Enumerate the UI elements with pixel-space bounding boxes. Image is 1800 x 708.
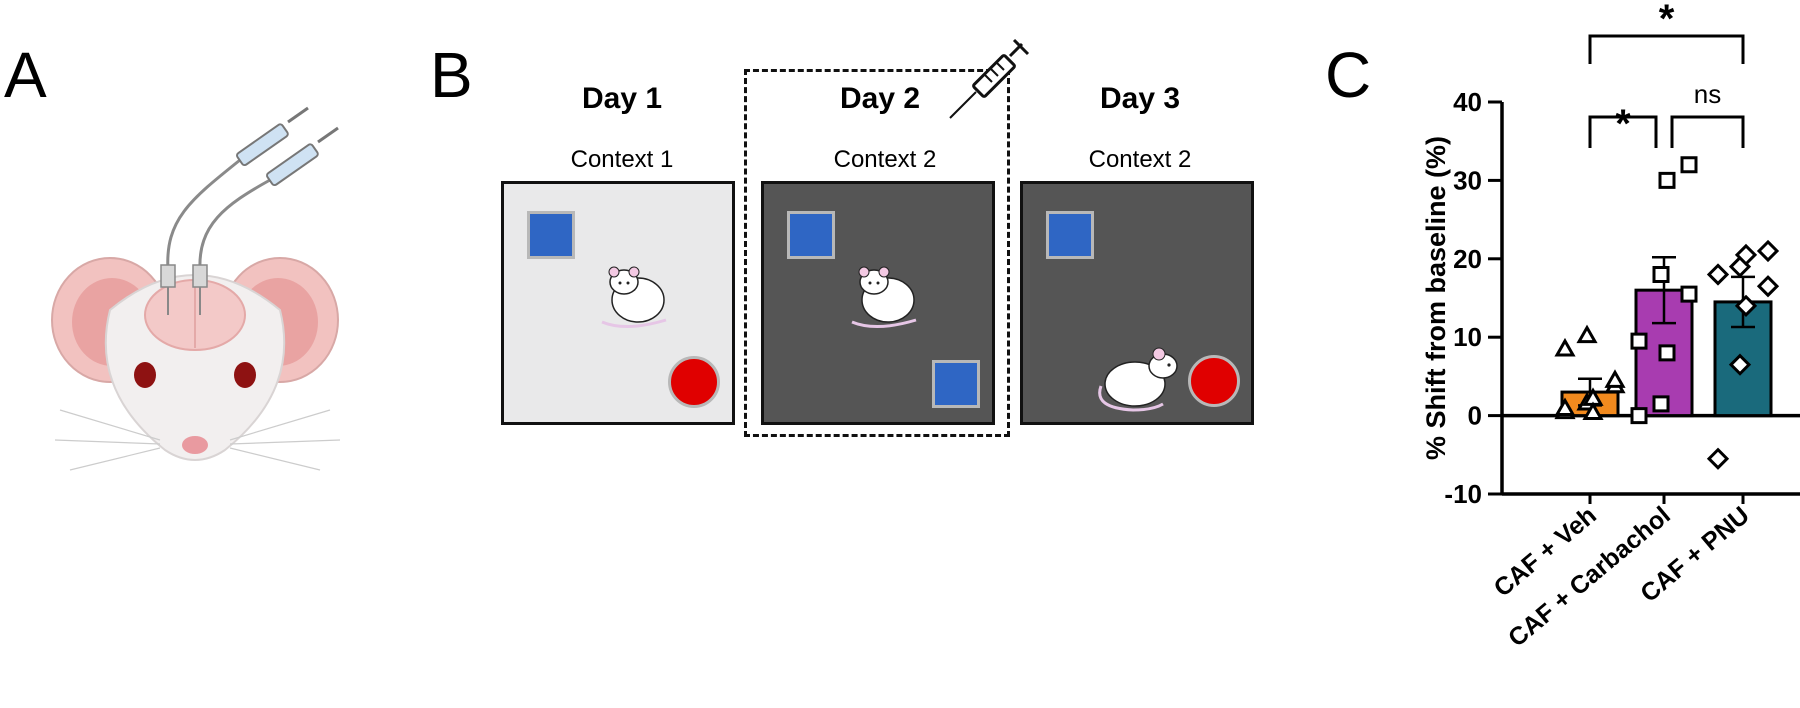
- panel-letter-a: A: [4, 39, 47, 111]
- day1-context-label: Context 1: [570, 146, 674, 173]
- significance-bracket: [1588, 115, 1658, 148]
- significance-bracket: [1588, 34, 1745, 64]
- data-point: [1652, 395, 1670, 413]
- y-tick-label: 20: [1453, 244, 1482, 274]
- day1-title: Day 1: [581, 82, 663, 115]
- data-point: [1756, 239, 1780, 263]
- data-point: [1706, 447, 1730, 470]
- data-point: [1630, 332, 1648, 350]
- significance-label: ns: [1694, 79, 1721, 109]
- object-circle: [1188, 355, 1240, 407]
- data-point: [1734, 294, 1758, 317]
- panel-letter-b: B: [430, 39, 473, 111]
- significance-label: *: [1615, 102, 1631, 146]
- day2-title: Day 2: [839, 82, 921, 115]
- data-point: [1680, 156, 1698, 174]
- y-tick-label: 30: [1453, 165, 1482, 195]
- data-point: [1658, 344, 1676, 362]
- y-axis-label: % Shift from baseline (%): [1421, 136, 1451, 460]
- data-point: [1728, 353, 1752, 376]
- significance-bracket: [1670, 115, 1745, 148]
- y-tick-label: -10: [1444, 479, 1482, 509]
- data-point: [1734, 243, 1758, 267]
- day2-context-label: Context 2: [833, 146, 937, 173]
- object-square: [787, 211, 835, 259]
- data-point: [1680, 285, 1698, 303]
- mouse-icon: [851, 266, 917, 329]
- object-circle: [668, 356, 720, 408]
- data-point: [1652, 265, 1670, 283]
- y-tick-label: 10: [1453, 322, 1482, 352]
- day2-injection-box: [744, 69, 1010, 437]
- arena-day3: [1020, 181, 1254, 425]
- y-tick-label: 40: [1453, 87, 1482, 117]
- data-point: [1706, 263, 1730, 286]
- mouse-icon: [601, 266, 667, 329]
- mouse-head-icon: [51, 106, 341, 471]
- y-tick-label: 0: [1468, 401, 1482, 431]
- data-point: [1756, 275, 1780, 298]
- day3-context-label: Context 2: [1088, 146, 1192, 173]
- syringe-icon: [166, 106, 339, 271]
- data-point: [1630, 407, 1648, 425]
- object-square: [932, 360, 980, 408]
- data-point: [1658, 171, 1676, 189]
- data-point: [1604, 369, 1626, 388]
- day3-title: Day 3: [1099, 82, 1181, 115]
- syringe-icon: [949, 38, 1030, 119]
- data-point: [1554, 337, 1576, 357]
- object-square: [1046, 211, 1094, 259]
- data-point: [1576, 324, 1598, 344]
- significance-label: *: [1659, 0, 1675, 41]
- arena-day1: [501, 181, 735, 425]
- data-point: [1582, 401, 1604, 420]
- object-square: [527, 211, 575, 259]
- mouse-icon: [1098, 347, 1178, 412]
- panel-letter-c: C: [1325, 39, 1372, 111]
- data-point: [1554, 397, 1576, 417]
- arena-day2: [761, 181, 995, 425]
